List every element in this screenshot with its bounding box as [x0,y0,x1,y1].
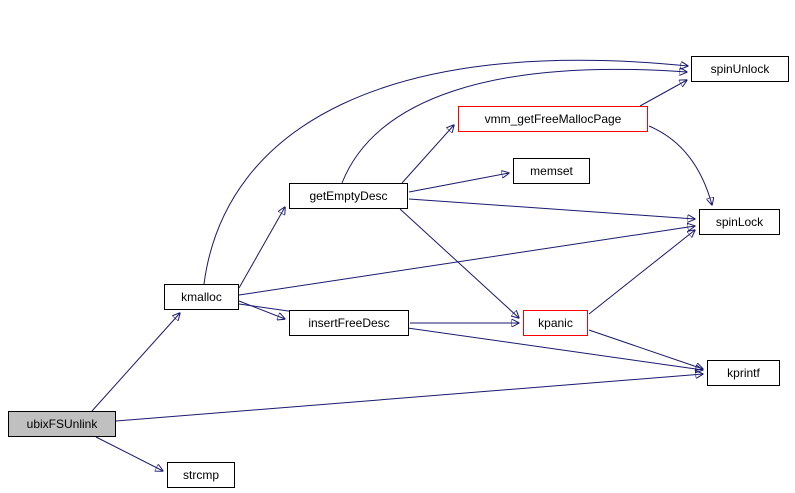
edge-ubixFSUnlink-to-kprintf [115,374,703,422]
edge-ubixFSUnlink-to-kmalloc [91,313,180,412]
edge-kpanic-to-spinLock [588,230,695,315]
edge-getEmptyDesc-to-spinUnlock [341,69,687,184]
node-spinUnlock[interactable]: spinUnlock [691,56,789,82]
node-kmalloc-label: kmalloc [181,290,222,304]
edge-vmm_getFreeMallocPage-to-spinLock [648,125,712,205]
node-kpanic[interactable]: kpanic [523,310,588,336]
node-ubixFSUnlink: ubixFSUnlink [8,411,116,437]
edge-getEmptyDesc-to-memset [408,173,509,193]
edge-getEmptyDesc-to-spinLock [408,198,695,219]
edge-kmalloc-to-getEmptyDesc [238,207,285,289]
node-getEmptyDesc[interactable]: getEmptyDesc [289,183,408,209]
edge-vmm_getFreeMallocPage-to-spinUnlock [639,80,687,107]
node-memset[interactable]: memset [513,158,590,184]
edge-getEmptyDesc-to-vmm_getFreeMallocPage [401,125,454,184]
node-strcmp-label: strcmp [183,468,219,482]
node-kprintf-label: kprintf [727,366,760,380]
node-strcmp[interactable]: strcmp [167,462,235,488]
node-spinLock-label: spinLock [715,215,764,229]
node-insertFreeDesc[interactable]: insertFreeDesc [289,310,409,336]
node-insertFreeDesc-label: insertFreeDesc [308,316,390,330]
node-spinLock[interactable]: spinLock [699,209,780,235]
node-kpanic-label: kpanic [538,316,573,330]
edge-kmalloc-to-spinLock [238,226,695,296]
edge-kmalloc-to-spinUnlock [203,59,688,285]
edge-getEmptyDesc-to-kpanic [399,208,519,318]
node-vmm_getFreeMallocPage-label: vmm_getFreeMallocPage [484,112,622,126]
edge-kmalloc-to-insertFreeDesc [238,300,285,319]
node-memset-label: memset [530,164,573,178]
edge-ubixFSUnlink-to-strcmp [95,436,163,471]
node-kmalloc[interactable]: kmalloc [164,284,239,310]
node-spinUnlock-label: spinUnlock [710,62,770,76]
node-ubixFSUnlink-label: ubixFSUnlink [26,417,98,431]
node-getEmptyDesc-label: getEmptyDesc [309,189,388,203]
node-kprintf[interactable]: kprintf [707,360,780,386]
node-vmm_getFreeMallocPage[interactable]: vmm_getFreeMallocPage [458,106,648,132]
edge-kpanic-to-kprintf [588,329,703,369]
